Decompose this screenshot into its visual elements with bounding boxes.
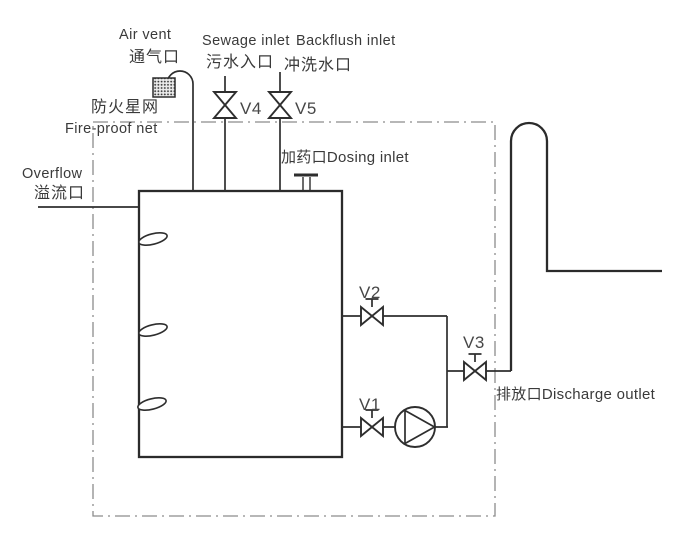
- fire-proof-net: [152, 77, 176, 98]
- valve-v1: [370, 415, 384, 439]
- system-boundary-box: [92, 121, 496, 517]
- valve-v1: [360, 415, 374, 439]
- discharge-outlet-label: 排放口Discharge outlet: [496, 386, 656, 403]
- valve-v3-stem: [468, 353, 482, 362]
- valve-v2-stem: [365, 298, 379, 307]
- valve-v3-label: V3: [463, 333, 485, 352]
- overflow-label-en: Overflow: [22, 166, 83, 182]
- valve-v4: [211, 103, 239, 119]
- nozzle-lens-top: [138, 232, 168, 246]
- backflush-inlet-label-zh: 冲洗水口: [284, 56, 352, 74]
- backflush-inlet-label-en: Backflush inlet: [296, 33, 396, 49]
- nozzle-lens-bottom: [137, 397, 167, 411]
- pump: [394, 406, 436, 448]
- valve-v1-label: V1: [359, 395, 381, 414]
- valve-v1-stem: [365, 409, 379, 418]
- valve-v2: [360, 304, 374, 328]
- valve-v3: [463, 359, 477, 383]
- pump-impeller-triangle: [404, 409, 437, 445]
- air-vent-label-en: Air vent: [119, 27, 171, 43]
- valve-v2: [370, 304, 384, 328]
- valve-v4-label: V4: [240, 99, 262, 118]
- valve-v5: [266, 103, 294, 119]
- valve-v4: [211, 91, 239, 107]
- nozzle-lens-middle: [138, 323, 168, 337]
- air-vent-label-zh: 通气口: [129, 48, 180, 66]
- storage-tank: [137, 189, 344, 459]
- sewage-inlet-label-en: Sewage inlet: [202, 33, 290, 49]
- dosing-inlet-label: 加药口Dosing inlet: [281, 149, 409, 166]
- sewage-inlet-label-zh: 污水入口: [206, 53, 274, 71]
- fireproof-net-label-en: Fire-proof net: [65, 121, 158, 137]
- valve-v2-label: V2: [359, 283, 381, 302]
- valve-v3: [473, 359, 487, 383]
- fireproof-net-label-zh: 防火星网: [91, 98, 159, 116]
- valve-v5-label: V5: [295, 99, 317, 118]
- discharge-gooseneck-pipe: [509, 121, 662, 371]
- valve-v5: [266, 91, 294, 107]
- overflow-label-zh: 溢流口: [34, 184, 85, 202]
- dosing-nozzle-stem: [302, 177, 311, 191]
